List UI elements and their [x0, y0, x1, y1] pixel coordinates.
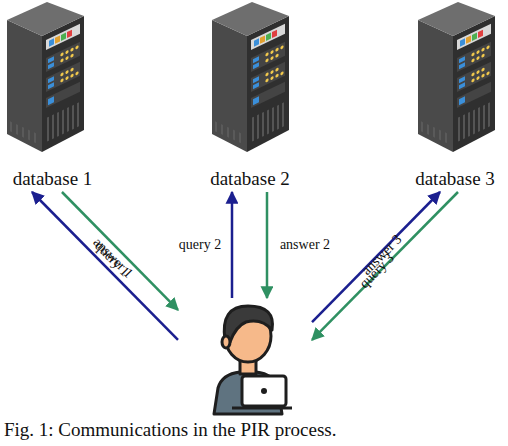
message-arrow: [231, 192, 234, 298]
message-arrow: [312, 192, 440, 322]
message-arrow: [62, 192, 178, 310]
node-label: database 3: [405, 168, 505, 190]
edge-label: query 2: [179, 238, 221, 252]
user-icon: [214, 306, 292, 414]
message-arrow: [32, 192, 178, 340]
message-arrow: [266, 192, 269, 298]
node-label: database 1: [0, 168, 105, 190]
server-icon: [212, 2, 289, 152]
database-node: database 1: [0, 0, 105, 192]
database-node: database 3: [405, 0, 505, 192]
message-arrow: [312, 192, 458, 340]
edge-label: answer 2: [280, 238, 330, 252]
user-node: [178, 298, 312, 420]
server-icon: [418, 2, 495, 152]
node-label: database 2: [200, 168, 300, 190]
figure-caption: Fig. 1: Communications in the PIR proces…: [4, 419, 337, 441]
database-node: database 2: [200, 0, 300, 192]
server-icon: [7, 2, 84, 152]
